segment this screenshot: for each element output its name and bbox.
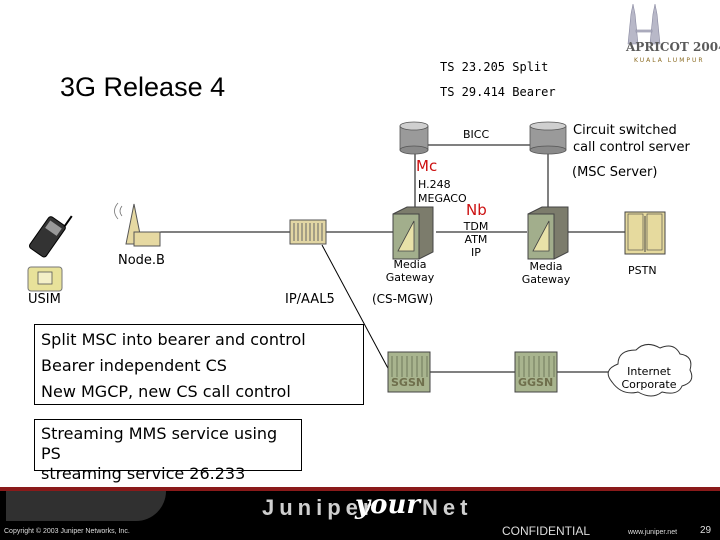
media-gateway-2-label-line1: Media bbox=[529, 260, 563, 273]
footer-swoosh bbox=[6, 491, 166, 521]
nodeb-antenna-icon bbox=[114, 202, 161, 247]
ip-label: IP bbox=[471, 246, 481, 259]
rnc-sgsn-link bbox=[321, 244, 391, 373]
megaco-label: MEGACO bbox=[418, 192, 467, 205]
network-diagram bbox=[27, 121, 693, 397]
footer-accent-line bbox=[0, 487, 720, 491]
rnc-rack-icon bbox=[289, 219, 327, 245]
footer-brand-juniper: Juniper bbox=[262, 495, 377, 520]
mc-interface-label: Mc bbox=[416, 157, 438, 175]
footer-brand-net: Net bbox=[422, 495, 473, 520]
atm-label: ATM bbox=[464, 233, 488, 246]
nb-interface-label: Nb bbox=[466, 201, 487, 219]
streaming-box: Streaming MMS service using PS streaming… bbox=[34, 419, 302, 483]
corporate-label: Corporate bbox=[621, 378, 677, 391]
footer-bar: Juniper your Net Copyright © 2003 Junipe… bbox=[0, 487, 720, 540]
key-point-1: Split MSC into bearer and control bbox=[41, 330, 306, 349]
msc-server-icon bbox=[529, 121, 567, 155]
spec-split-label: TS 23.205 Split bbox=[440, 60, 549, 74]
media-gateway-1-label: Media Gateway bbox=[378, 258, 442, 284]
spec-bearer-label: TS 29.414 Bearer bbox=[440, 85, 556, 99]
apricot-wordmark: APRICOT 2004 bbox=[626, 40, 720, 54]
nb-transport-labels: TDM ATM IP bbox=[461, 220, 491, 259]
ggsn-label: GGSN bbox=[518, 376, 554, 389]
key-points-box: Split MSC into bearer and control Bearer… bbox=[34, 324, 364, 405]
sgsn-router-icon bbox=[387, 351, 431, 393]
ip-aal5-label: IP/AAL5 bbox=[285, 292, 335, 307]
page-number: 29 bbox=[700, 525, 712, 536]
media-gateway-2-label-line2: Gateway bbox=[521, 273, 571, 286]
pstn-label: PSTN bbox=[628, 264, 657, 277]
streaming-line-1: Streaming MMS service using PS bbox=[41, 424, 278, 463]
key-point-2: Bearer independent CS bbox=[41, 356, 227, 375]
key-point-3: New MGCP, new CS call control bbox=[41, 382, 291, 401]
apricot-city: KUALA LUMPUR bbox=[634, 57, 705, 64]
usim-card-icon bbox=[27, 266, 63, 292]
internet-cloud-label: Internet Corporate bbox=[612, 365, 686, 391]
media-gateway-1-icon bbox=[392, 206, 434, 260]
cs-server-label-line2: call control server bbox=[573, 140, 690, 155]
ggsn-router-icon bbox=[514, 351, 558, 393]
cs-mgw-label: (CS-MGW) bbox=[372, 292, 434, 306]
petronas-towers-icon bbox=[627, 3, 661, 45]
slide-title: 3G Release 4 bbox=[60, 72, 226, 102]
internet-label: Internet bbox=[627, 365, 671, 378]
footer-url: www.juniper.net bbox=[628, 529, 678, 536]
mobile-phone-icon bbox=[29, 215, 73, 258]
media-gateway-1-label-line1: Media bbox=[393, 258, 427, 271]
apricot-logo: APRICOT 2004 KUALA LUMPUR bbox=[600, 0, 720, 72]
footer-copyright: Copyright © 2003 Juniper Networks, Inc. bbox=[4, 528, 130, 535]
media-gateway-1-label-line2: Gateway bbox=[385, 271, 435, 284]
cs-server-label: Circuit switched call control server bbox=[573, 122, 690, 156]
footer-brand-your: your bbox=[355, 490, 421, 520]
pstn-switch-icon bbox=[624, 211, 666, 255]
sgsn-label: SGSN bbox=[391, 376, 426, 389]
cs-server-label-line1: Circuit switched bbox=[573, 123, 677, 138]
msc-server-label: (MSC Server) bbox=[572, 165, 658, 180]
h248-label: H.248 bbox=[418, 178, 451, 191]
bicc-label: BICC bbox=[463, 128, 490, 141]
media-gateway-2-label: Media Gateway bbox=[514, 260, 578, 286]
tdm-label: TDM bbox=[463, 220, 489, 233]
usim-label: USIM bbox=[28, 292, 61, 307]
footer-confidential: CONFIDENTIAL bbox=[502, 524, 591, 538]
media-gateway-2-icon bbox=[527, 206, 569, 260]
nodeb-label: Node.B bbox=[118, 253, 165, 268]
media-gateway-controller-server-icon bbox=[399, 121, 429, 155]
internet-cloud-icon bbox=[607, 344, 693, 397]
streaming-line-2: streaming service 26.233 bbox=[41, 464, 246, 483]
